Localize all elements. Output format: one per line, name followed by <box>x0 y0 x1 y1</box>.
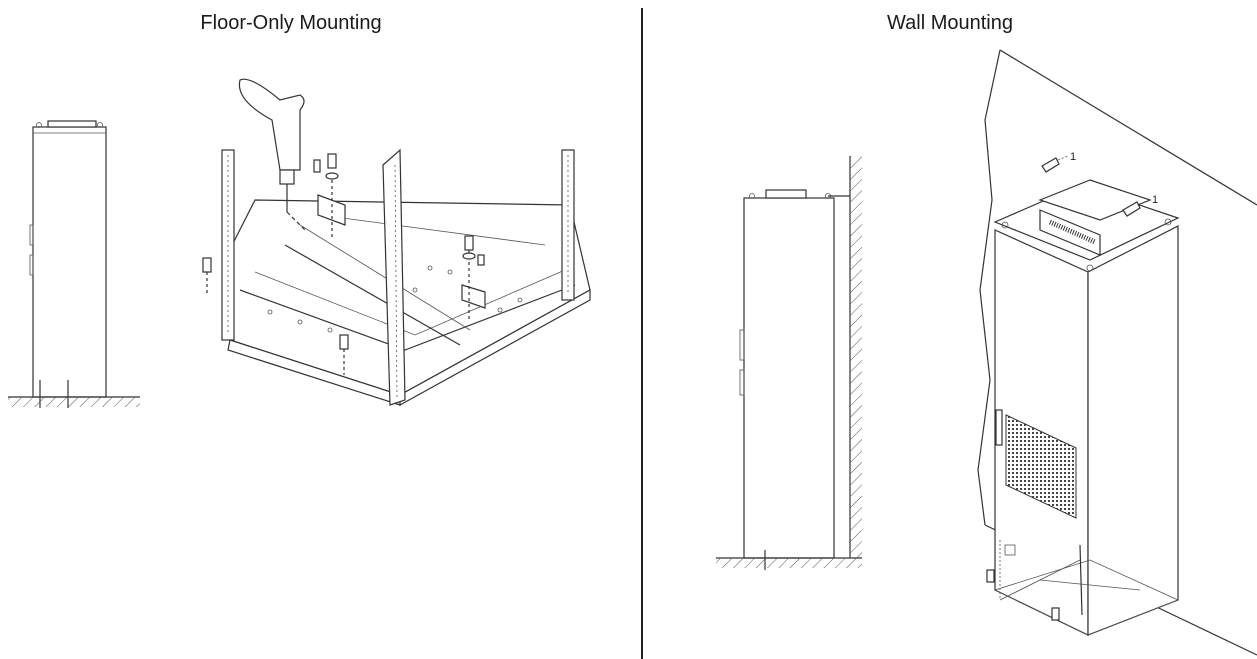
wall-cabinet-side-view <box>716 156 862 570</box>
wall-mounting-title: Wall Mounting <box>887 12 1013 34</box>
callout-1-side: 1 <box>1152 194 1158 206</box>
cabinet-base-frame-assembly <box>202 148 591 407</box>
panel-divider <box>641 8 643 659</box>
wall-mounted-cabinet-isometric: 1 1 <box>986 151 1180 636</box>
callout-1-top: 1 <box>1070 151 1076 163</box>
floor-cabinet-side-view <box>8 120 140 408</box>
floor-only-mounting-title: Floor-Only Mounting <box>200 12 382 34</box>
bolt-icon <box>986 157 1141 621</box>
drill-icon <box>238 78 306 231</box>
